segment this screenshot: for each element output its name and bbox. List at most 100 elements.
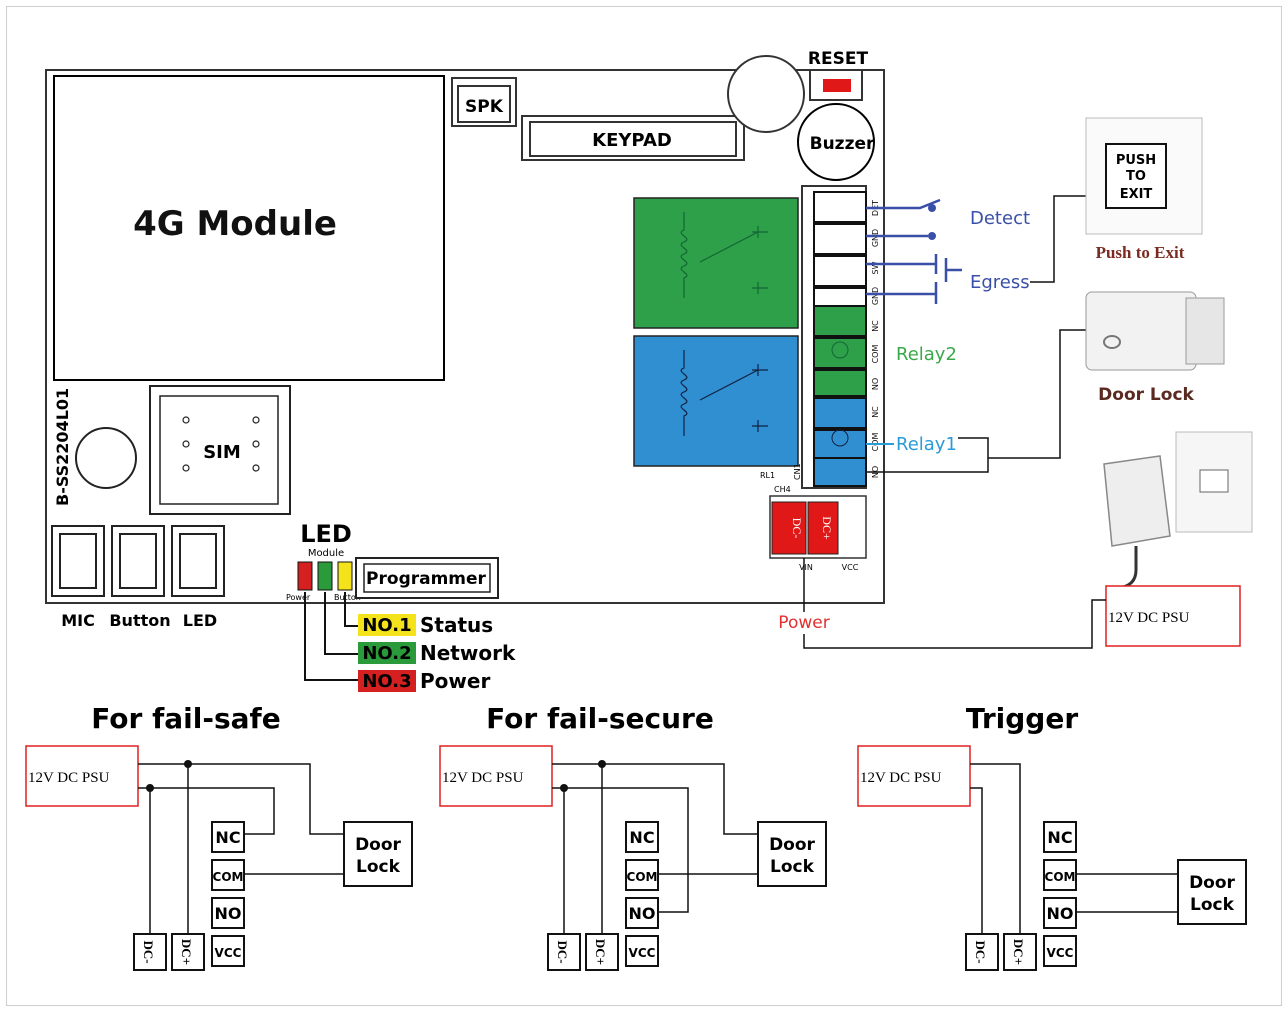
- wire-psu-minus: [552, 787, 689, 913]
- wiring-diagram-1: For fail-safe 12V DC PSU NC COM NO VCC DC- DC+ D…: [25, 702, 413, 971]
- term-nc2: NC: [871, 320, 880, 332]
- psu-box: [439, 745, 553, 807]
- legend-no3-tag: [358, 670, 416, 692]
- dc-minus-board: DC-: [790, 518, 804, 539]
- legend-no3-text: NO.3: [362, 671, 411, 692]
- terminal-vcc-label: VCC: [215, 946, 242, 960]
- legend-no2-tag: [358, 642, 416, 664]
- buzzer: [797, 103, 875, 181]
- terminal-nc: [211, 821, 245, 853]
- terminal-vcc-label: VCC: [629, 946, 656, 960]
- sim-mount-hole: [75, 427, 137, 489]
- wire-psu-minus: [138, 787, 275, 835]
- relay2-block: [633, 197, 799, 329]
- mount-hole: [727, 55, 805, 133]
- psu-box-label: 12V DC PSU: [28, 770, 110, 786]
- psu-box: [25, 745, 139, 807]
- door-lock-box: [343, 821, 413, 887]
- dc-plus-label: DC+: [179, 939, 194, 965]
- detect-label: Detect: [970, 208, 1030, 229]
- relay1-block: [633, 335, 799, 467]
- legend-no1-tag: [358, 614, 416, 636]
- vin-label: VIN: [799, 563, 813, 572]
- button-label: Button: [109, 611, 170, 630]
- psu-box-label: 12V DC PSU: [860, 770, 942, 786]
- egress-label: Egress: [970, 272, 1030, 293]
- psu-box: [857, 745, 971, 807]
- diagram-title: For fail-safe: [91, 702, 280, 735]
- terminal-vcc: [211, 935, 245, 967]
- dc-plus-label: DC+: [593, 939, 608, 965]
- keypad-label: KEYPAD: [592, 130, 672, 151]
- dc-plus-board: DC+: [820, 516, 834, 540]
- legend-no2-text: NO.2: [362, 643, 411, 664]
- wire-psu-plus: [552, 763, 758, 835]
- term-com2: COM: [871, 345, 880, 364]
- model-label: B-SS2204L01: [53, 388, 72, 506]
- diagram-title: For fail-secure: [486, 702, 714, 735]
- terminal-com: [625, 859, 659, 891]
- door-lock-line1: Door: [769, 835, 815, 855]
- terminal-nc: [625, 821, 659, 853]
- terminal-com: [211, 859, 245, 891]
- led-module-label: Module: [308, 548, 344, 559]
- push-line2: TO: [1126, 169, 1146, 184]
- push-line1: PUSH: [1116, 153, 1156, 168]
- terminal-no: [211, 897, 245, 929]
- psu-label: 12V DC PSU: [1108, 610, 1190, 626]
- relay2-label: Relay2: [896, 344, 957, 365]
- led-title: LED: [300, 520, 352, 548]
- door-lock-label: Door Lock: [1098, 385, 1194, 405]
- diagram-frame: [6, 6, 1282, 1006]
- led-green: [317, 561, 333, 591]
- terminal-dc-minus: [133, 933, 167, 971]
- term-gnd2: GND: [871, 287, 880, 305]
- terminal-dc-minus: [547, 933, 581, 971]
- dc-minus-label: DC-: [973, 940, 988, 963]
- door-lock-line1: Door: [355, 835, 401, 855]
- cn1-label: CN1: [793, 463, 802, 480]
- dc-minus-label: DC-: [141, 940, 156, 963]
- terminal-dc-plus: [585, 933, 619, 971]
- psu-box-label: 12V DC PSU: [442, 770, 524, 786]
- term-nc1: NC: [871, 406, 880, 418]
- diagram-title: Trigger: [966, 702, 1079, 735]
- legend-network: Network: [420, 641, 516, 665]
- terminal-com-label: COM: [213, 870, 244, 884]
- relay1-label: Relay1: [896, 434, 957, 455]
- terminal-no: [625, 897, 659, 929]
- wire-psu-plus: [138, 763, 344, 835]
- wire-dc-plus: [970, 763, 1021, 934]
- reset-label: RESET: [808, 49, 869, 69]
- spk-label: SPK: [465, 97, 504, 117]
- led-power-small: Power: [286, 593, 311, 602]
- terminal-dc-minus: [965, 933, 999, 971]
- terminal-nc-label: NC: [215, 828, 240, 847]
- term-no2: NO: [871, 378, 880, 390]
- door-lock-line2: Lock: [770, 857, 815, 877]
- door-lock-line2: Lock: [356, 857, 401, 877]
- terminal-no-label: NO: [215, 904, 242, 923]
- led-connector-label: LED: [183, 611, 217, 630]
- terminal-no: [1043, 897, 1077, 929]
- legend-status: Status: [420, 613, 493, 637]
- led-red: [297, 561, 313, 591]
- terminal-vcc: [1043, 935, 1077, 967]
- power-label: Power: [778, 613, 829, 633]
- door-lock-box: [757, 821, 827, 887]
- 4g-module-label: 4G Module: [133, 204, 337, 244]
- door-lock-line2: Lock: [1190, 895, 1235, 915]
- term-com1: COM: [871, 433, 880, 452]
- terminal-nc: [1043, 821, 1077, 853]
- terminal-no-label: NO: [1047, 904, 1074, 923]
- terminal-nc-label: NC: [629, 828, 654, 847]
- terminal-com-label: COM: [627, 870, 658, 884]
- push-line3: EXIT: [1120, 187, 1153, 202]
- led-yellow: [337, 561, 353, 591]
- rl1-label: RL1: [760, 471, 775, 480]
- dc-minus-label: DC-: [555, 940, 570, 963]
- vcc-board-label: VCC: [842, 563, 859, 572]
- door-lock-box: [1177, 859, 1247, 925]
